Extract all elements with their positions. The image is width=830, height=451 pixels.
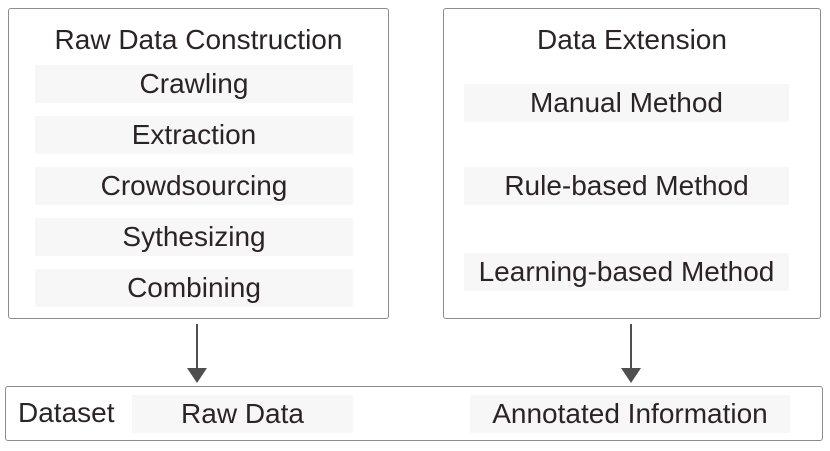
down-arrow-left [187,324,207,384]
method-item-crawling: Crawling [35,65,353,103]
arrow-shaft [630,324,632,370]
down-arrow-right [621,324,641,384]
dataset-item-raw-data: Raw Data [132,395,353,433]
data-extension-title: Data Extension [537,24,727,55]
data-extension-box: Data Extension Manual Method Rule-based … [443,8,821,319]
dataset-box: Dataset Raw Data Annotated Information [5,386,823,441]
method-item-learning-based: Learning-based Method [464,253,789,291]
method-item-combining: Combining [35,269,353,307]
method-item-rule-based: Rule-based Method [464,167,789,205]
raw-data-construction-title: Raw Data Construction [54,24,343,55]
arrow-shaft [196,324,198,370]
raw-data-construction-box: Raw Data Construction Crawling Extractio… [8,8,389,319]
arrow-head [621,368,641,383]
arrow-head [187,368,207,383]
method-item-extraction: Extraction [35,116,353,154]
dataset-item-annotated-information: Annotated Information [470,395,790,433]
dataset-label: Dataset [18,397,115,428]
method-item-sythesizing: Sythesizing [35,218,353,256]
method-item-manual: Manual Method [464,84,789,122]
method-item-crowdsourcing: Crowdsourcing [35,167,353,205]
